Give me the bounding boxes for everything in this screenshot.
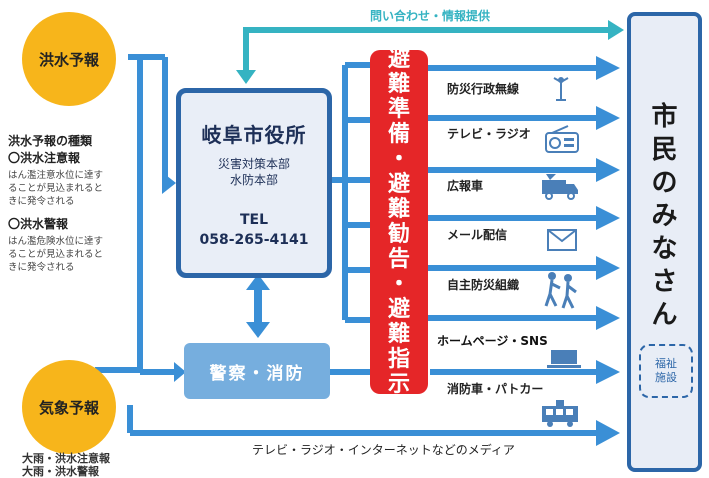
flood-forecast-lines: [128, 54, 186, 382]
weather-forecast-label: 気象予報: [38, 398, 99, 417]
weather-forecast-circle: 気象予報: [22, 360, 116, 454]
cityhall-police-arrow: [246, 274, 270, 338]
evac-char: ・: [387, 272, 410, 297]
evac-char: 避: [387, 172, 410, 197]
fire-engine-icon: [542, 400, 578, 427]
police-fire-box: 警察・消防: [184, 343, 330, 399]
inquiry-arrow: [236, 20, 624, 84]
evac-char: 示: [387, 372, 410, 397]
citizens-char: 民: [651, 135, 678, 165]
warning-title: 〇洪水警報: [8, 217, 69, 231]
media-label: テレビ・ラジオ・インターネットなどのメディア: [252, 443, 515, 457]
weather-note: 大雨・洪水注意報 大雨・洪水警報: [22, 452, 110, 478]
evac-char: 勧: [387, 222, 410, 247]
caution-title: 〇洪水注意報: [8, 151, 81, 165]
citizens-char: さ: [651, 267, 678, 297]
city-hall-title: 岐阜市役所: [201, 123, 307, 147]
evac-char: 難: [387, 197, 410, 222]
police-lines: [330, 360, 620, 384]
radio-icon: [545, 125, 579, 153]
evac-char: 難: [387, 322, 410, 347]
citizens-box: 市 民 の み な さ ん 福祉 施設: [627, 12, 702, 472]
envelope-icon: [547, 229, 577, 251]
weather-note-1: 大雨・洪水注意報: [22, 452, 110, 465]
evacuation-bar: 避 難 準 備 ・ 避 難 勧 告 ・ 避 難 指 示: [370, 47, 428, 397]
channel-label-tv-radio: テレビ・ラジオ: [447, 127, 531, 141]
channel-label-community: 自主防災組織: [447, 278, 520, 292]
evac-char: 準: [387, 97, 410, 122]
caution-desc-3: きに発令される: [8, 196, 75, 207]
citizens-char: な: [651, 234, 678, 264]
tel-number: 058-265-4141: [199, 232, 309, 248]
city-hall-sub: 災害対策本部 水防本部: [181, 156, 327, 188]
forecast-types-note: 洪水予報の種類 〇洪水注意報 はん濫注意水位に達す ることが見込まれると きに発…: [8, 134, 136, 274]
evac-char: 避: [387, 297, 410, 322]
channel-label-fire-police-cars: 消防車・パトカー: [447, 382, 544, 396]
tel-label: TEL: [239, 212, 269, 228]
weather-note-2: 大雨・洪水警報: [22, 465, 99, 478]
city-hall-sub-1: 災害対策本部: [217, 157, 290, 171]
speaker-tower-icon: [553, 77, 569, 101]
evac-char: 避: [387, 47, 410, 72]
flood-forecast-label: 洪水予報: [38, 50, 99, 69]
police-fire-label: 警察・消防: [209, 363, 305, 384]
evac-char: 備: [387, 122, 410, 147]
channel-label-website-sns: ホームページ・SNS: [437, 334, 548, 348]
inquiry-label: 問い合わせ・情報提供: [370, 9, 491, 23]
laptop-icon: [547, 350, 581, 368]
cityhall-to-evac-lines: [327, 62, 370, 323]
welfare-line-1: 福祉: [655, 357, 677, 370]
city-hall-box: 岐阜市役所 災害対策本部 水防本部 TEL 058-265-4141: [176, 88, 332, 278]
weather-forecast-lines: [95, 367, 620, 446]
channel-label-email: メール配信: [447, 228, 508, 242]
types-heading: 洪水予報の種類: [8, 134, 93, 148]
channel-arrows: [428, 56, 620, 330]
welfare-line-2: 施設: [655, 371, 677, 384]
citizens-char: 市: [651, 102, 678, 132]
citizens-char: の: [651, 168, 678, 198]
warning-desc-3: きに発令される: [8, 262, 75, 273]
citizens-label: 市 民 の み な さ ん: [631, 101, 698, 332]
evac-char: 告: [387, 247, 410, 272]
caution-desc-1: はん濫注意水位に達す: [8, 170, 104, 181]
warning-desc-1: はん濫危険水位に達す: [8, 236, 104, 247]
city-hall-sub-2: 水防本部: [229, 173, 278, 187]
city-hall-tel: TEL 058-265-4141: [181, 210, 327, 250]
evac-char: 指: [387, 347, 410, 372]
flood-forecast-circle: 洪水予報: [22, 12, 116, 106]
evac-char: 難: [387, 72, 410, 97]
welfare-facility-box: 福祉 施設: [639, 344, 693, 398]
citizens-char: み: [651, 201, 678, 231]
hikers-icon: [544, 272, 577, 309]
caution-desc-2: ることが見込まれると: [8, 183, 104, 194]
citizens-char: ん: [651, 300, 678, 330]
evac-char: ・: [387, 147, 410, 172]
channel-label-pr-truck: 広報車: [447, 179, 484, 193]
warning-desc-2: ることが見込まれると: [8, 249, 104, 260]
channel-label-radio-system: 防災行政無線: [447, 82, 520, 96]
pr-truck-icon: [542, 174, 578, 200]
